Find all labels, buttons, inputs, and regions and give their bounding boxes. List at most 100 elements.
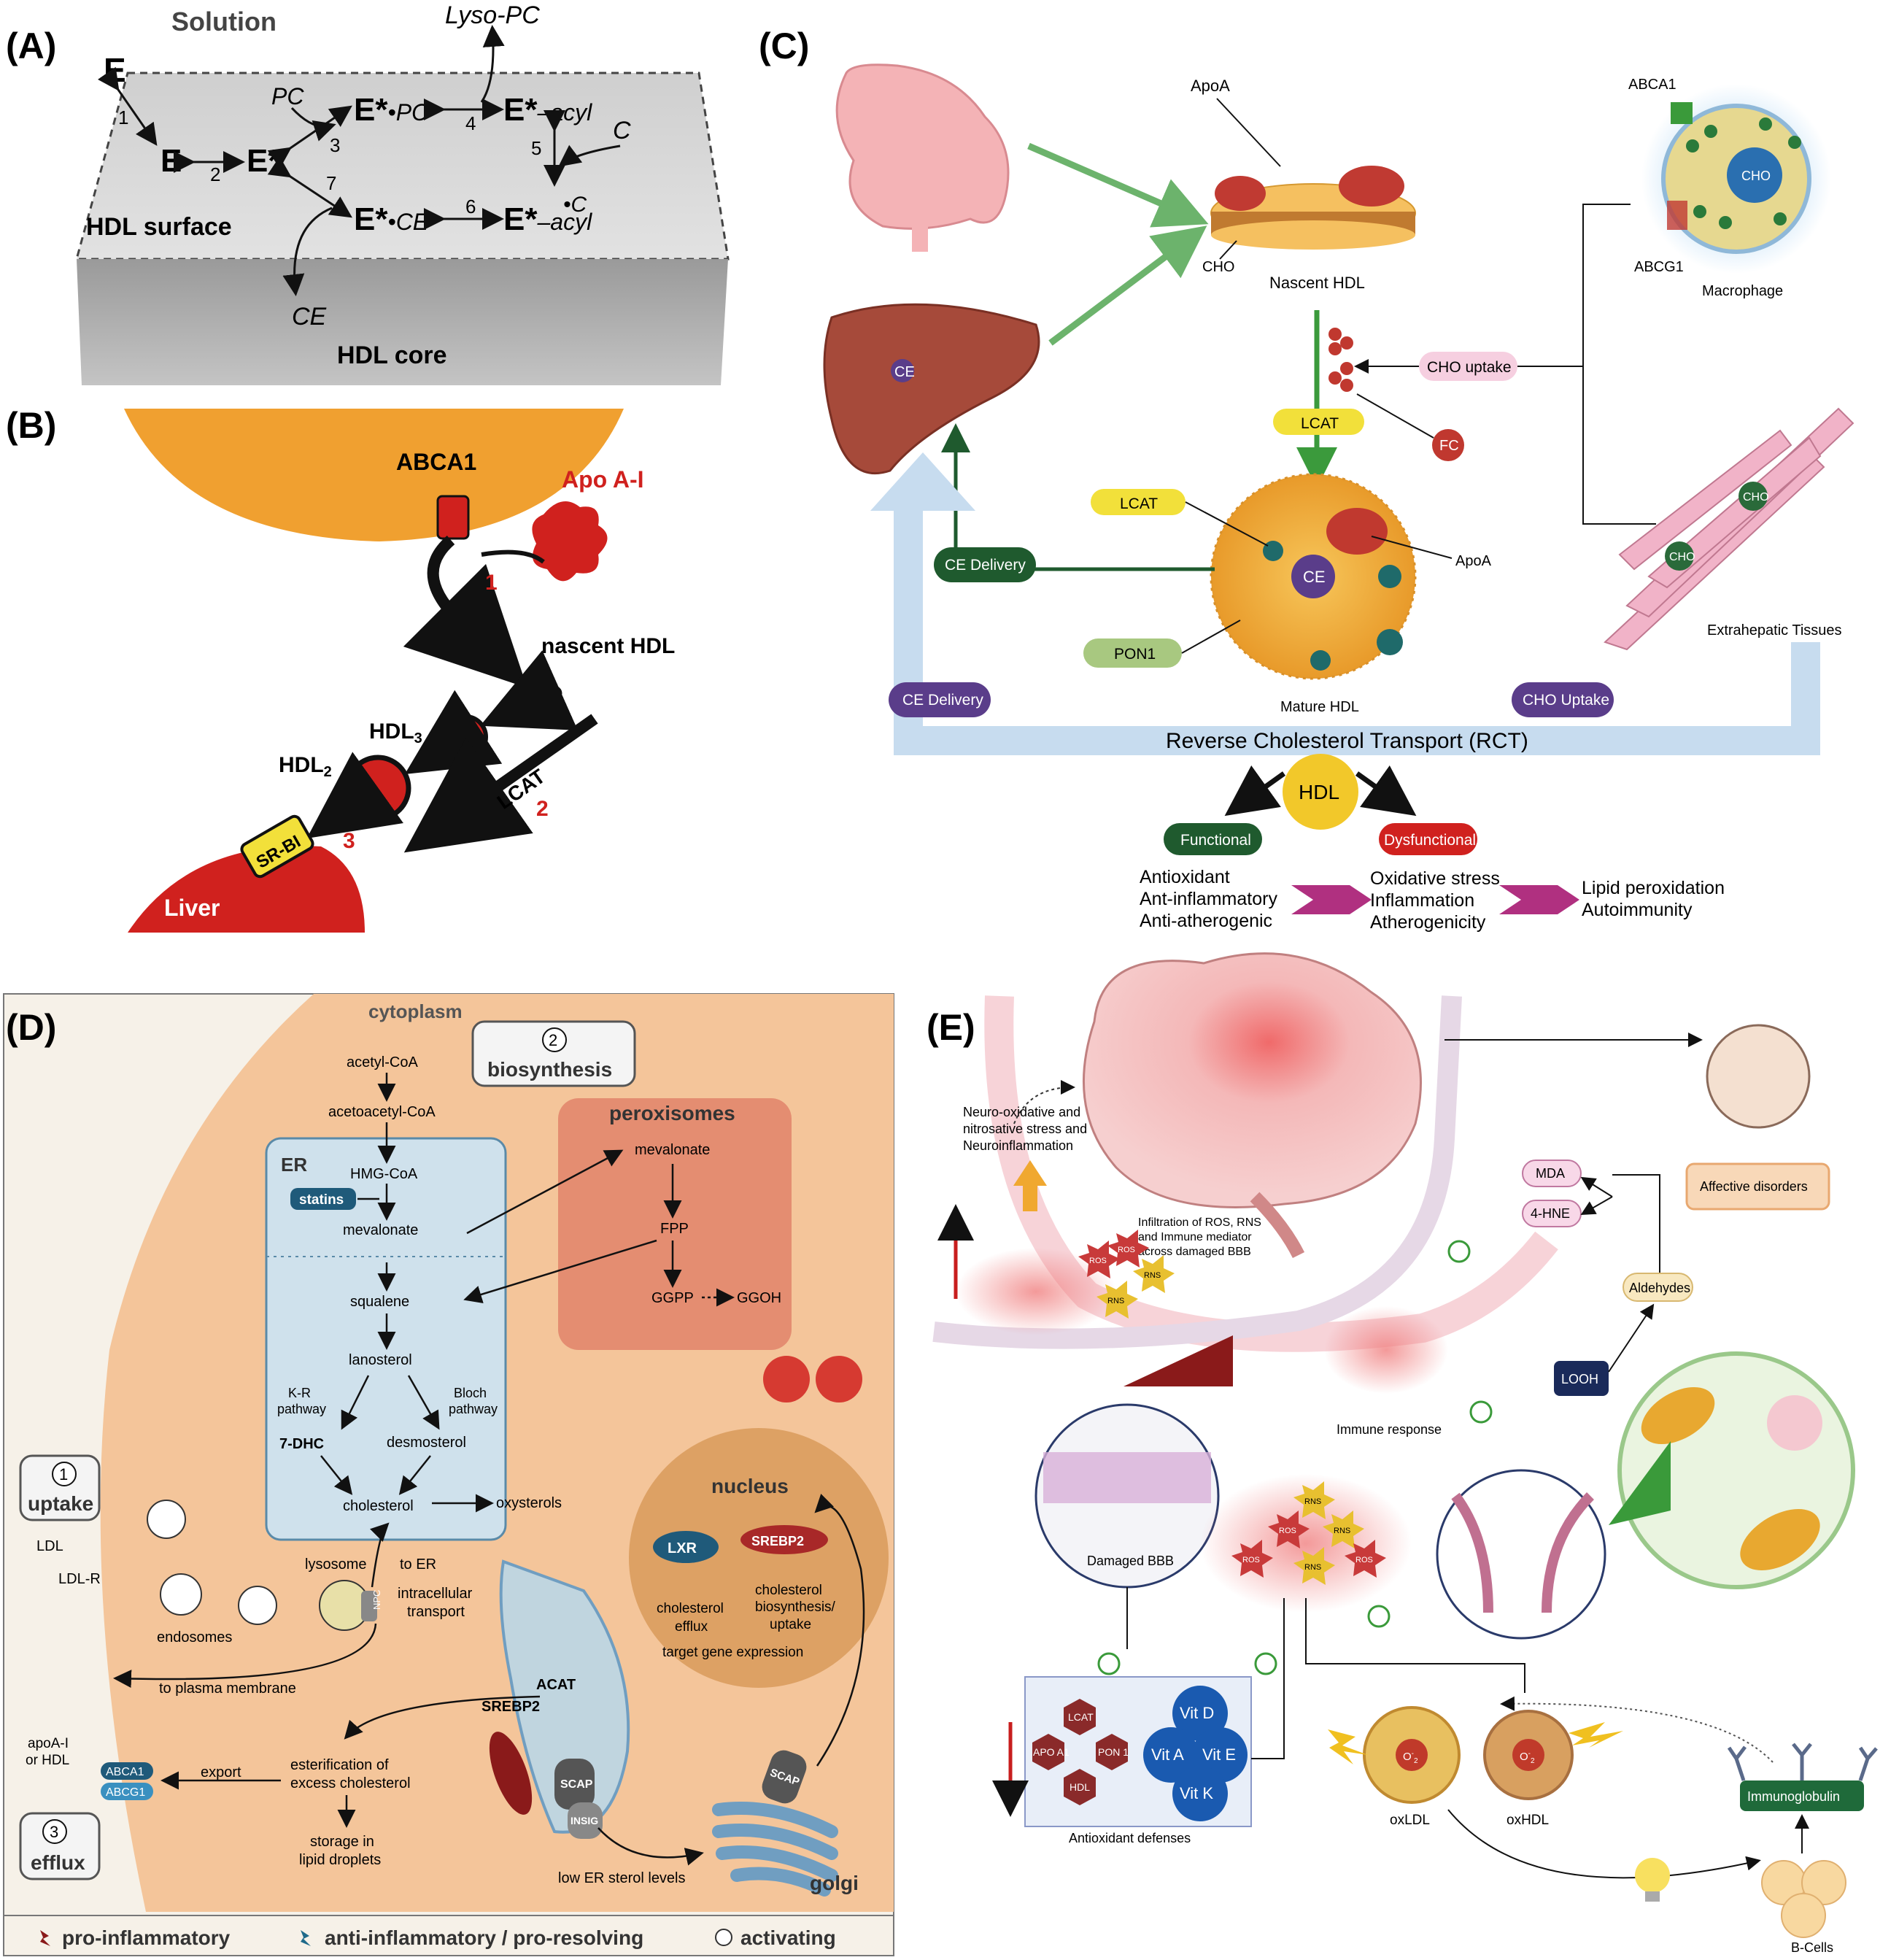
- oxhdl-label: oxHDL: [1507, 1813, 1549, 1828]
- storage-1: storage in: [310, 1834, 374, 1850]
- kr-pathway: pathway: [277, 1402, 326, 1416]
- biosynthesis-number-circle: [542, 1027, 567, 1052]
- apoa-top-label: ApoA: [1191, 77, 1230, 95]
- low-er-label: low ER sterol levels: [558, 1870, 686, 1886]
- mature-ce-core: [1291, 555, 1335, 598]
- infiltration-2: and Immune mediator: [1138, 1231, 1252, 1243]
- central-ros-glow: [1200, 1474, 1412, 1613]
- hdl3-label: HDL3: [369, 719, 422, 746]
- immunoglobulin-box: [1740, 1780, 1864, 1811]
- lxr-label: LXR: [668, 1540, 697, 1556]
- liver-ce-label: CE: [894, 364, 915, 380]
- srebp2-protein: [489, 1732, 533, 1815]
- oxldl-label: oxLDL: [1390, 1813, 1430, 1828]
- abca1-transporter-c: [1671, 102, 1693, 124]
- efflux-label: efflux: [31, 1851, 85, 1874]
- efflux-number: 3: [50, 1823, 58, 1841]
- infiltration-glow: [956, 1248, 1116, 1335]
- abca1-label: ABCA1: [396, 449, 476, 475]
- hdl2-particle: [344, 755, 411, 822]
- immune-glow: [1324, 1306, 1448, 1394]
- efflux-arrow: [403, 535, 527, 688]
- insig-label: INSIG: [571, 1815, 598, 1826]
- intracellular-label: intracellular: [398, 1586, 473, 1602]
- plus-icon-5: [1254, 1652, 1277, 1675]
- to-mda-arrow: [1580, 1176, 1613, 1197]
- chol-bio-2: biosynthesis/: [755, 1600, 836, 1615]
- cho-pointer: [1219, 240, 1237, 260]
- esterification-1: esterification of: [290, 1757, 389, 1773]
- cho-nascent-label: CHO: [1202, 259, 1234, 275]
- hdl2-label: HDL2: [279, 753, 332, 780]
- antibodies-icon: [1727, 1743, 1878, 1781]
- peroxisome-zoom-1: [763, 1356, 810, 1403]
- liver-shape: [128, 846, 365, 933]
- macrophage-lipid-droplets: [1686, 117, 1801, 229]
- immune-response-label: Immune response: [1337, 1422, 1442, 1437]
- uptake-number-circle: [52, 1462, 77, 1486]
- biosynthesis-box: [471, 1020, 636, 1087]
- lysosome-label: lysosome: [305, 1556, 366, 1573]
- lightning-1: [1328, 1729, 1368, 1764]
- b-cells-label: B-Cells: [1791, 1940, 1833, 1955]
- rns-burst-2: [1097, 1281, 1138, 1319]
- lightning-2: [1569, 1722, 1623, 1748]
- mitochondrion-2: [1740, 1508, 1820, 1571]
- ox-to-bcell-arrow: [1447, 1809, 1761, 1879]
- lyso-pc-label: Lyso-PC: [445, 1, 540, 29]
- plus-icon-3: [1367, 1605, 1391, 1628]
- ggpp: GGPP: [651, 1290, 694, 1306]
- panel-a-arrows: [97, 25, 621, 296]
- cho-uptake-bottom-text: CHO Uptake: [1523, 692, 1609, 709]
- antioxidant-label: Antioxidant defenses: [1069, 1831, 1191, 1845]
- extrahepatic-label: Extrahepatic Tissues: [1707, 622, 1842, 638]
- efflux-box: [19, 1812, 101, 1880]
- functional-item-2: Ant-inflammatory: [1140, 889, 1277, 909]
- plus-icon-2: [1469, 1400, 1493, 1424]
- central-ros-text-2: ROS: [1242, 1556, 1260, 1564]
- functional-item-3: Anti-atherogenic: [1140, 911, 1272, 931]
- step-6: 6: [465, 196, 476, 217]
- lanosterol: lanosterol: [349, 1352, 412, 1368]
- target-gene-label: target gene expression: [662, 1645, 803, 1660]
- apoa-blob-1: [1215, 176, 1266, 211]
- step-4: 4: [465, 112, 476, 134]
- abcg1-transporter-c: [1667, 201, 1687, 230]
- npc-protein: [361, 1591, 377, 1621]
- bloch-label: Bloch: [454, 1386, 487, 1400]
- nascent-hdl-disc: [532, 683, 562, 703]
- vit-k-label: Vit K: [1180, 1784, 1213, 1802]
- tissue-bracket: [1582, 366, 1656, 525]
- central-ros-text-3: ROS: [1355, 1556, 1373, 1564]
- step-7: 7: [326, 172, 336, 194]
- apo-link: [481, 549, 545, 564]
- tissue-cho-label-2: CHO: [1669, 551, 1695, 563]
- cho-uptake-bottom-pill: [1512, 682, 1614, 717]
- step-5: 5: [531, 137, 541, 159]
- panel-d: (D) cytoplasm 2 biosynthesis acetyl-CoA …: [3, 993, 894, 1956]
- step-b-1: 1: [485, 571, 498, 595]
- peroxisome-zoom-2: [816, 1356, 862, 1403]
- ox-branch-line: [1305, 1598, 1525, 1693]
- step-b-2: 2: [536, 797, 549, 821]
- lcat-pill-1-text: LCAT: [1301, 415, 1339, 432]
- biosynthesis-number: 2: [549, 1031, 557, 1049]
- scap-label: SCAP: [560, 1778, 593, 1791]
- membrane-zoom-triangle: [1609, 1441, 1671, 1525]
- hdl-core-shape: [77, 259, 728, 385]
- uptake-label: uptake: [28, 1492, 93, 1515]
- plus-icon-1: [1447, 1240, 1471, 1263]
- neuro-1: Neuro-oxidative and: [963, 1105, 1080, 1119]
- mda-label: MDA: [1536, 1166, 1565, 1181]
- abca1-d-pill: [101, 1762, 153, 1780]
- fc-label: FC: [1439, 438, 1459, 454]
- er-pathway-arrows: [320, 1073, 440, 1495]
- dysfunctional-item-1: Oxidative stress: [1370, 868, 1500, 889]
- oxysterols: oxysterols: [496, 1495, 562, 1511]
- c-dot-label: •C: [563, 193, 587, 217]
- step-3: 3: [330, 134, 340, 156]
- er-tubule: [499, 1559, 630, 1834]
- vit-e-label: Vit E: [1202, 1745, 1236, 1764]
- apo-ai-label: Apo A-I: [562, 466, 644, 493]
- peroxisomes-label: peroxisomes: [609, 1102, 735, 1124]
